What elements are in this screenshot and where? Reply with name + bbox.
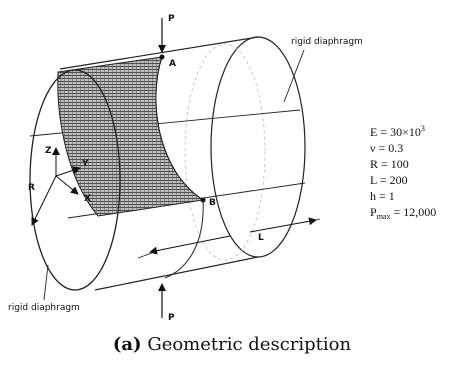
length-label: L <box>258 233 264 243</box>
axis-y-label: Y <box>81 159 89 169</box>
mid-section-line <box>155 56 204 279</box>
axis-y <box>55 166 81 177</box>
caption-tag: (a) <box>112 334 142 355</box>
back-end-ellipse <box>210 36 306 258</box>
param-e: E = 30×103 <box>370 124 425 139</box>
cylinder-bottom-edge <box>94 256 259 291</box>
param-pmax: Pmax = 12,000 <box>370 205 436 221</box>
rigid-diaphragm-label-bottom: rigid diaphragm <box>8 303 80 313</box>
param-r: R = 100 <box>370 157 409 171</box>
length-extension-left <box>137 249 161 259</box>
param-l: L = 200 <box>370 173 408 187</box>
length-dimension-line <box>149 235 231 255</box>
caption-text: Geometric description <box>147 334 352 355</box>
rigid-diaphragm-label-top: rigid diaphragm <box>291 37 363 47</box>
hatched-shell-region <box>57 56 205 217</box>
front-end-ellipse <box>29 69 121 291</box>
hidden-section-line <box>184 43 266 261</box>
axis-x-label: X <box>84 194 91 204</box>
rigid-diaphragm-leader-bottom <box>43 264 49 301</box>
load-label-top: P <box>168 14 175 24</box>
point-b-marker <box>200 197 206 203</box>
cylinder-top-edge <box>59 36 259 70</box>
param-nu: ν = 0.3 <box>370 141 403 155</box>
figure-caption: (a) Geometric description <box>0 334 464 355</box>
point-b-label: B <box>209 198 216 208</box>
axis-x <box>55 175 79 195</box>
point-a-label: A <box>169 59 176 69</box>
axis-z-label: Z <box>45 146 52 156</box>
radius-label: R <box>28 183 35 193</box>
rigid-diaphragm-leader-top <box>283 49 305 103</box>
length-dimension-line-right <box>249 217 317 233</box>
parameter-list: E = 30×103 ν = 0.3 R = 100 L = 200 h = 1… <box>370 124 436 221</box>
param-h: h = 1 <box>370 189 395 203</box>
radius-dimension <box>31 175 57 226</box>
point-a-marker <box>159 54 165 60</box>
load-label-bottom: P <box>168 313 175 323</box>
